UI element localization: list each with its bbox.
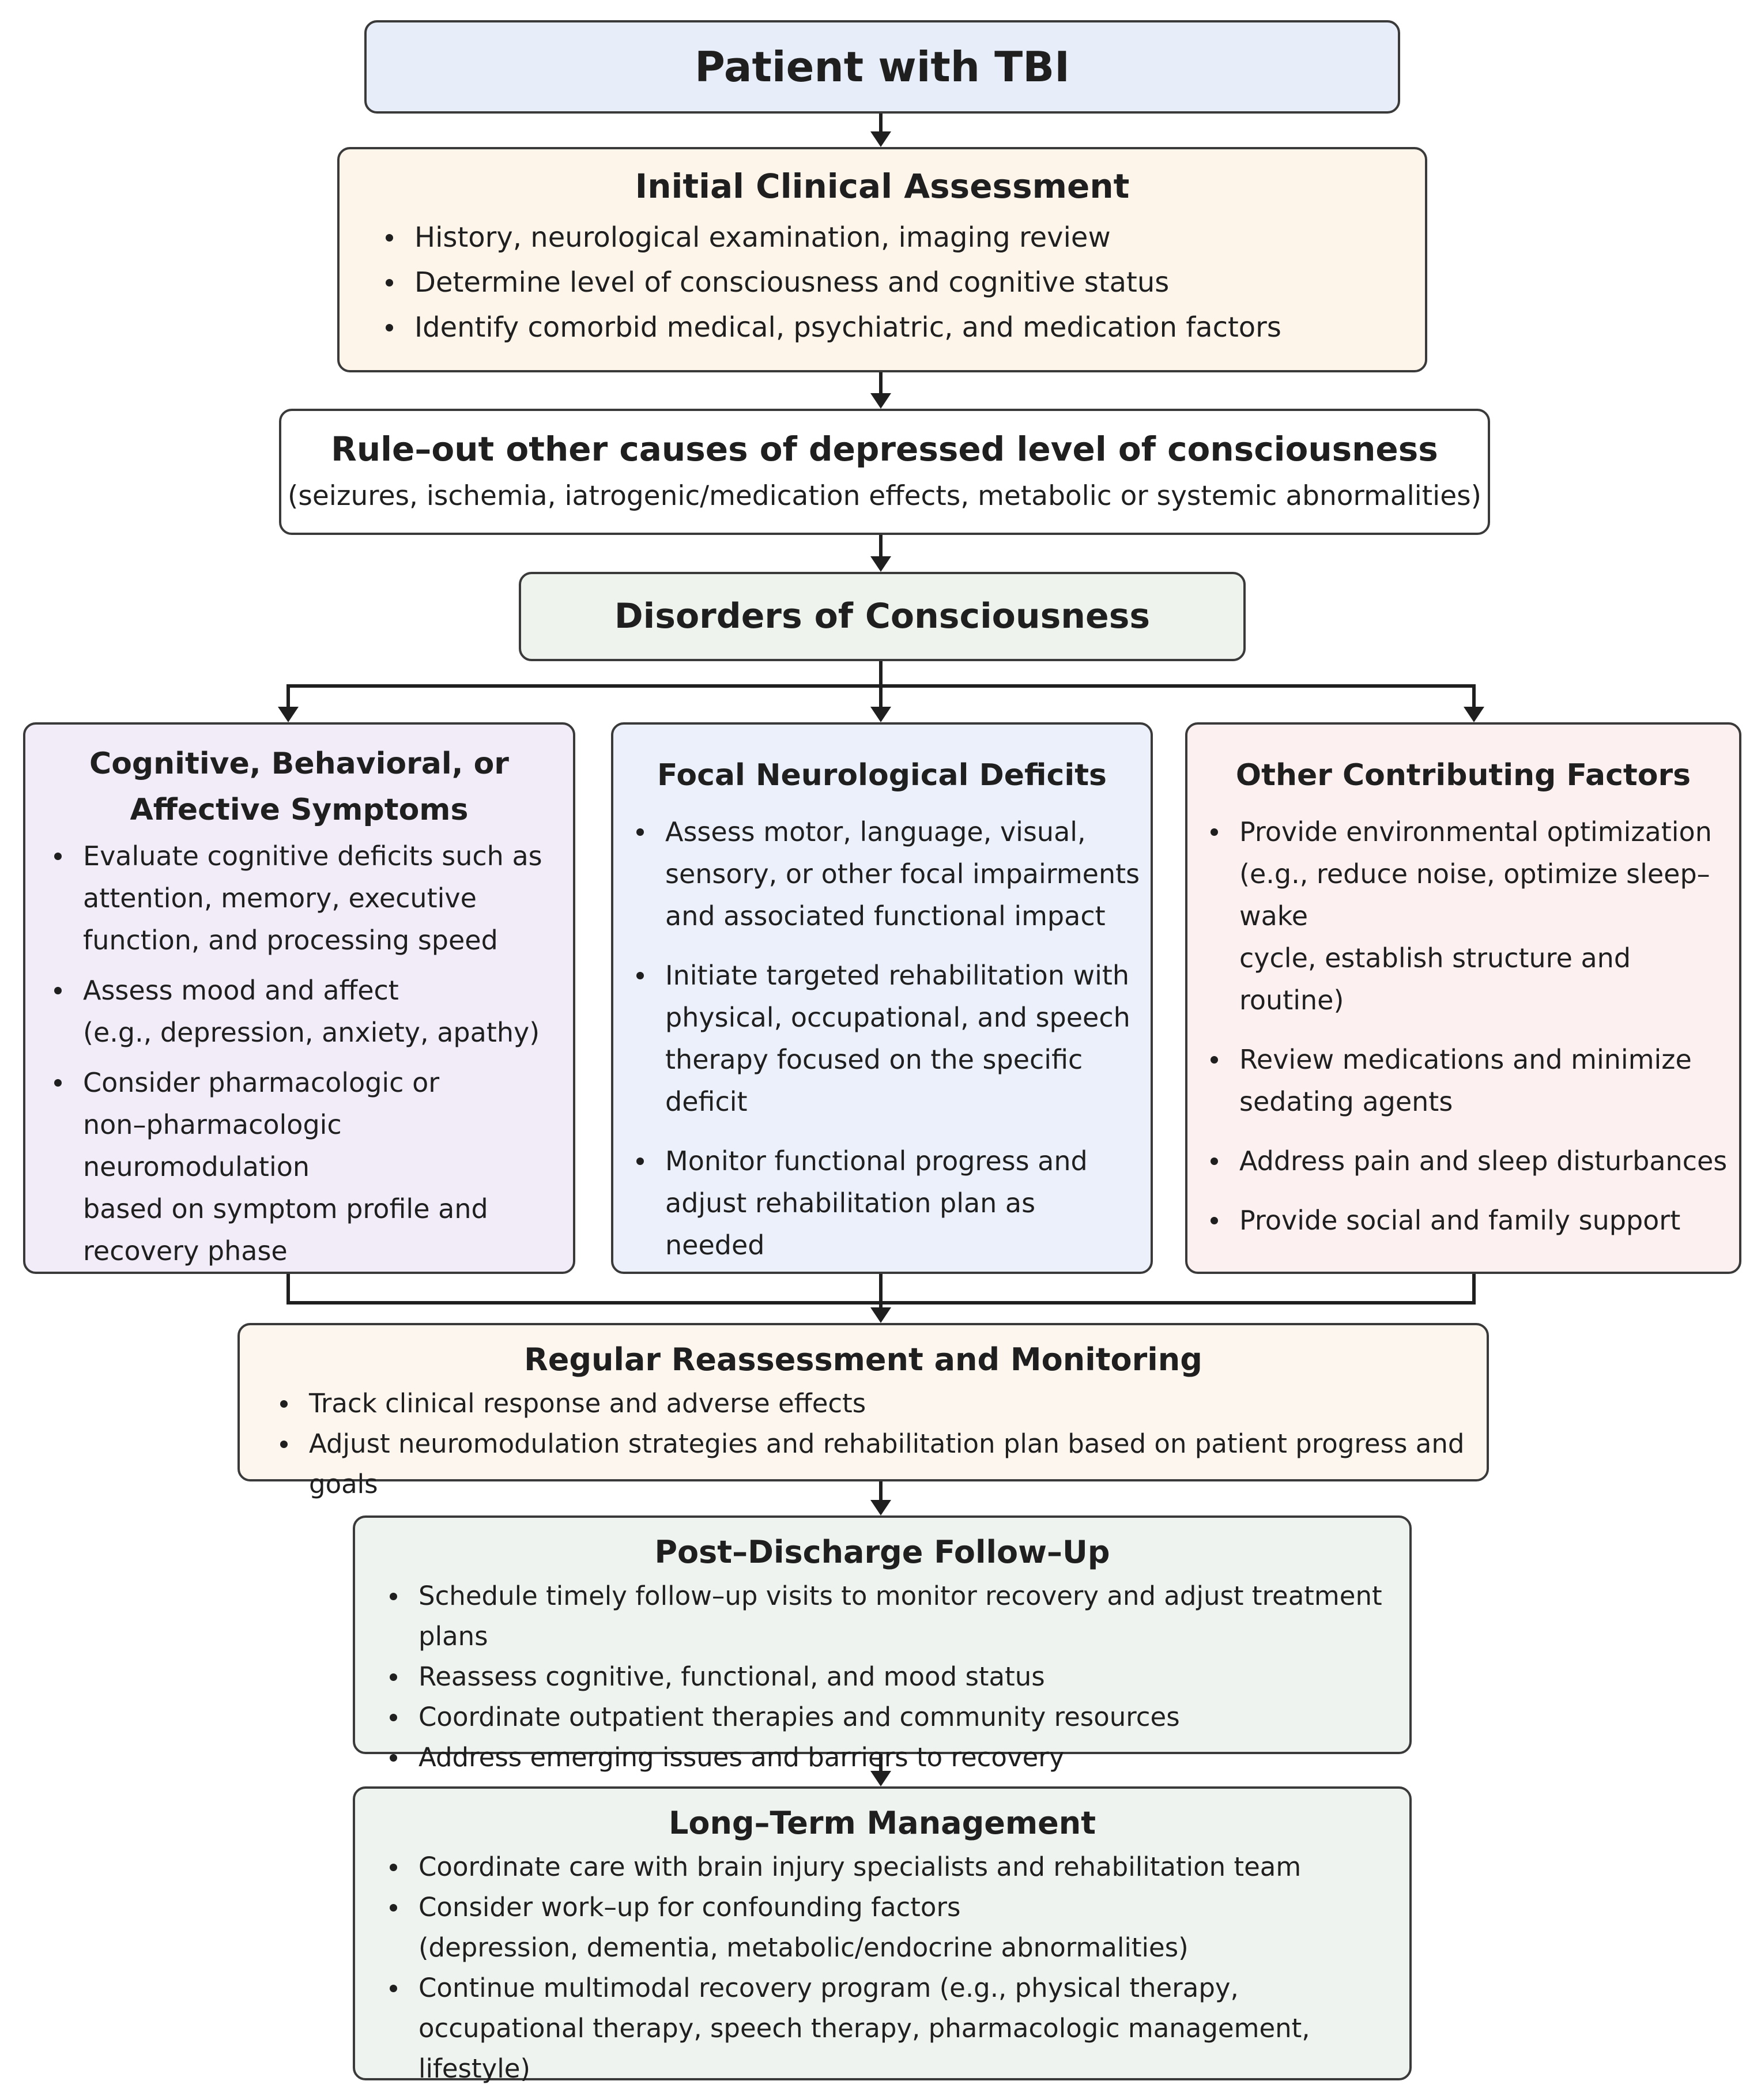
arrowhead-6 [870,1771,891,1786]
list-item: Evaluate cognitive deficits such as atte… [48,835,561,962]
cognitive-symptoms-title: Cognitive, Behavioral, or Affective Symp… [25,741,573,833]
post-discharge-box: Post–Discharge Follow–Up Schedule timely… [353,1515,1412,1773]
long-term-box: Long–Term Management Coordinate care wit… [353,1786,1412,2084]
arrowhead-merge [870,1307,891,1323]
focal-deficits-list: Assess motor, language, visual, sensory,… [631,811,1141,1266]
patient-box: Patient with TBI [364,20,1400,114]
list-item: Consider pharmacologic or non–pharmacolo… [48,1062,561,1272]
long-term-title: Long–Term Management [668,1805,1096,1841]
list-item: Initiate targeted rehabilitation with ph… [631,955,1141,1123]
reassessment-box: Regular Reassessment and Monitoring Trac… [237,1323,1489,1499]
list-item: Reassess cognitive, functional, and mood… [384,1657,1409,1697]
list-item: Adjust neuromodulation strategies and re… [274,1424,1487,1505]
arrowhead-5 [870,1500,891,1515]
list-item: Schedule timely follow–up visits to moni… [384,1576,1409,1657]
arrowhead-left-branch [278,707,299,722]
long-term-list: Coordinate care with brain injury specia… [384,1847,1409,2089]
other-factors-title: Other Contributing Factors [1235,758,1691,793]
list-item: Identify comorbid medical, psychiatric, … [380,305,1425,350]
focal-deficits-box: Focal Neurological Deficits Assess motor… [611,722,1153,1274]
list-item: Review medications and minimize sedating… [1205,1039,1733,1123]
patient-title: Patient with TBI [695,43,1070,91]
cognitive-symptoms-box: Cognitive, Behavioral, or Affective Symp… [23,722,575,1274]
post-discharge-list: Schedule timely follow–up visits to moni… [384,1576,1409,1778]
ruleout-title: Rule–out other causes of depressed level… [331,429,1438,469]
post-discharge-title: Post–Discharge Follow–Up [654,1534,1110,1570]
list-item: Assess motor, language, visual, sensory,… [631,811,1141,937]
focal-deficits-title: Focal Neurological Deficits [657,758,1107,793]
list-item: Provide environmental optimization (e.g.… [1205,811,1733,1021]
disorders-of-consciousness-box: Disorders of Consciousness [519,572,1246,661]
list-item: Continue multimodal recovery program (e.… [384,1968,1409,2089]
arrowhead-right-branch [1464,707,1484,722]
cognitive-symptoms-list: Evaluate cognitive deficits such as atte… [48,835,561,1272]
list-item: Provide social and family support [1205,1200,1733,1242]
disorders-of-consciousness-title: Disorders of Consciousness [614,596,1151,636]
list-item: Coordinate outpatient therapies and comm… [384,1697,1409,1737]
initial-assessment-title: Initial Clinical Assessment [635,167,1130,206]
initial-assessment-list: History, neurological examination, imagi… [380,215,1425,350]
other-factors-list: Provide environmental optimization (e.g.… [1205,811,1733,1242]
arrowhead-center-branch [870,707,891,722]
cognitive-title-line: Affective Symptoms [130,793,469,827]
reassessment-title: Regular Reassessment and Monitoring [524,1341,1202,1378]
arrowhead-1 [870,131,891,147]
list-item: Track clinical response and adverse effe… [274,1383,1487,1424]
list-item: Coordinate care with brain injury specia… [384,1847,1409,1887]
list-item: Address emerging issues and barriers to … [384,1737,1409,1778]
other-factors-box: Other Contributing Factors Provide envir… [1185,722,1741,1274]
list-item: History, neurological examination, imagi… [380,215,1425,260]
arrowhead-3 [870,556,891,572]
ruleout-subtitle: (seizures, ischemia, iatrogenic/medicati… [288,480,1481,512]
ruleout-box: Rule–out other causes of depressed level… [279,409,1490,535]
list-item: Determine level of consciousness and cog… [380,260,1425,305]
initial-assessment-box: Initial Clinical Assessment History, neu… [337,147,1427,372]
arrowhead-2 [870,393,891,409]
cognitive-title-line: Cognitive, Behavioral, or [89,747,509,781]
list-item: Consider work–up for confounding factors… [384,1887,1409,1968]
list-item: Monitor functional progress and adjust r… [631,1140,1141,1266]
list-item: Address pain and sleep disturbances [1205,1140,1733,1182]
list-item: Assess mood and affect (e.g., depression… [48,970,561,1054]
reassessment-list: Track clinical response and adverse effe… [274,1383,1487,1505]
